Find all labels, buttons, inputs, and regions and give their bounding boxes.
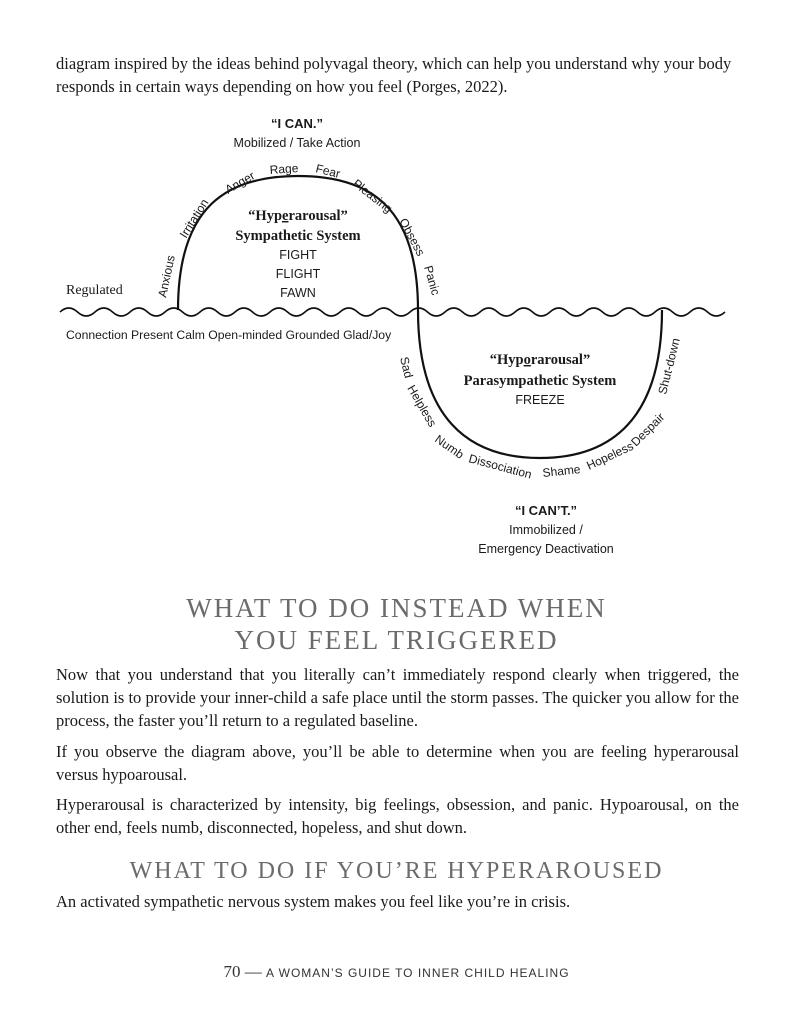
hypoarousal-arc xyxy=(416,309,664,460)
regulated-label: Regulated xyxy=(66,283,123,298)
state-irritation: Irritation xyxy=(177,196,212,240)
hyperarousal-title: “Hyperarousal” xyxy=(248,208,348,224)
subheading-hyperaroused: WHAT TO DO IF YOU’RE HYPERAROUSED xyxy=(129,858,664,884)
response-freeze: FREEZE xyxy=(515,393,564,407)
footer-separator: — xyxy=(240,962,266,981)
state-rage: Rage xyxy=(269,161,299,177)
page-footer: 70 — A WOMAN’S GUIDE TO INNER CHILD HEAL… xyxy=(0,962,793,982)
state-anxious: Anxious xyxy=(155,254,178,299)
state-dissociation: Dissociation xyxy=(467,451,533,481)
state-helpless: Helpless xyxy=(404,383,439,430)
state-fear: Fear xyxy=(314,161,341,181)
state-sad: Sad xyxy=(397,355,416,379)
hypoarousal-title: “Hyporarousal” xyxy=(490,352,590,368)
book-title: A WOMAN’S GUIDE TO INNER CHILD HEALING xyxy=(265,966,570,980)
section-heading-line2: YOU FEEL TRIGGERED xyxy=(234,625,559,655)
intro-paragraph: diagram inspired by the ideas behind pol… xyxy=(56,54,732,96)
paragraph-regulated-baseline: Now that you understand that you literal… xyxy=(56,665,739,730)
section-heading-line1: WHAT TO DO INSTEAD WHEN xyxy=(186,593,607,623)
polyvagal-diagram: “I CAN.” Mobilized / Take Action Anxious… xyxy=(59,116,726,556)
hypoarousal-title-prefix: “Hyp xyxy=(490,352,524,368)
response-fight: FIGHT xyxy=(279,248,317,262)
state-anger: Anger xyxy=(223,168,258,196)
parasympathetic-system-label: Parasympathetic System xyxy=(464,373,617,389)
regulated-wave-line xyxy=(59,307,726,317)
hyperarousal-title-prefix: “Hyp xyxy=(248,208,282,224)
response-fawn: FAWN xyxy=(280,286,316,300)
i-cant-quote: “I CAN’T.” xyxy=(515,503,577,518)
i-can-caption: Mobilized / Take Action xyxy=(234,136,361,150)
state-shame: Shame xyxy=(542,462,582,480)
i-can-quote: “I CAN.” xyxy=(271,116,323,131)
paragraph-hyper-vs-hypo: Hyperarousal is characterized by intensi… xyxy=(56,795,739,837)
hyperarousal-arc xyxy=(176,174,420,311)
paragraph-crisis: An activated sympathetic nervous system … xyxy=(56,892,571,911)
i-cant-caption-line2: Emergency Deactivation xyxy=(478,542,614,556)
state-hopeless: Hopeless xyxy=(584,439,635,473)
hypoarousal-title-suffix: rarousal” xyxy=(531,352,590,368)
response-flight: FLIGHT xyxy=(276,267,321,281)
i-cant-caption-line1: Immobilized / xyxy=(509,523,583,537)
sympathetic-system-label: Sympathetic System xyxy=(235,228,360,244)
state-numb: Numb xyxy=(432,432,467,462)
section-heading: WHAT TO DO INSTEAD WHEN YOU FEEL TRIGGER… xyxy=(0,592,793,656)
paragraph-observe-diagram: If you observe the diagram above, you’ll… xyxy=(56,742,739,784)
page-number: 70 xyxy=(223,962,241,981)
state-obsess: Obsess xyxy=(396,216,427,258)
state-panic: Panic xyxy=(421,264,443,297)
hyperarousal-title-emph: e xyxy=(282,208,289,224)
hypoarousal-title-emph: o xyxy=(524,352,531,368)
state-pleasing: Pleasing xyxy=(350,176,395,215)
regulated-states: Connection Present Calm Open-minded Grou… xyxy=(66,328,392,342)
hyperarousal-title-suffix: rarousal” xyxy=(288,208,347,224)
